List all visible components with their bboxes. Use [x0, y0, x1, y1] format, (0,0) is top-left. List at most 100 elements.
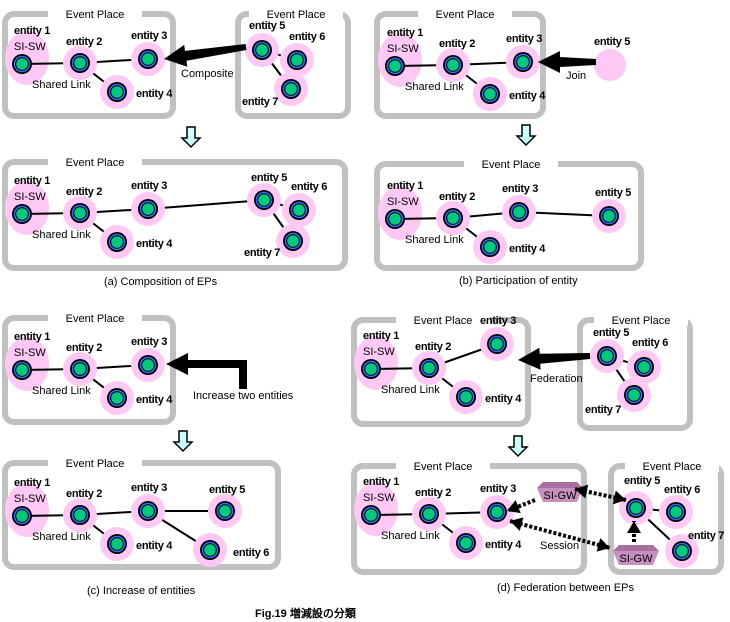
entity-node-core: [74, 57, 86, 69]
entity-4-label: entity 4: [485, 539, 522, 551]
entity-4-node: [449, 380, 483, 414]
si-sw-label: SI-SW: [14, 347, 46, 359]
entity-node-core: [484, 241, 496, 253]
si-sw-label: SI-SW: [14, 493, 46, 505]
event-place-label-bg: [48, 8, 142, 20]
si-gw-top-face: [613, 545, 659, 551]
entity-4-label: entity 4: [136, 394, 173, 406]
entity-node-core: [111, 538, 123, 550]
entity-node-core: [389, 60, 401, 72]
entity-3-label: entity 3: [131, 180, 167, 192]
entity-node-core: [423, 508, 435, 520]
session-arrowhead-icon: [510, 517, 524, 531]
entity-1-node: [12, 204, 32, 224]
event-place-label: Event Place: [66, 458, 125, 470]
entity-3-label: entity 3: [131, 336, 167, 348]
entity-5-label: entity 5: [594, 36, 630, 48]
entity-4-label: entity 4: [509, 243, 546, 255]
si-gw-top-face: [537, 482, 583, 488]
increase-arrow-icon: [166, 353, 247, 389]
entity-node-core: [365, 509, 377, 521]
entity-1-label: entity 1: [363, 330, 399, 342]
entity-7-node: [665, 534, 699, 568]
event-place-label: Event Place: [66, 313, 125, 325]
entity-3-node: [480, 495, 514, 529]
entity-node-core: [142, 203, 154, 215]
entity-node-core: [74, 509, 86, 521]
entity-7-label: entity 7: [242, 96, 278, 108]
entity-1-node: [12, 360, 32, 380]
entity-3-label: entity 3: [506, 33, 542, 45]
entity-node-core: [447, 212, 459, 224]
entity-3-node: [131, 42, 165, 76]
entity-2-label: entity 2: [415, 341, 451, 353]
entity-node-core: [142, 359, 154, 371]
entity-node-core: [676, 545, 688, 557]
si-gw-gateway-top: SI-GW: [537, 482, 583, 502]
entity-5-node: [590, 339, 624, 373]
session-arrowhead-icon: [575, 484, 589, 499]
entity-4-node: [473, 77, 507, 111]
entity-node-core: [111, 392, 123, 404]
session-dashed-line: [509, 519, 611, 550]
entity-node-core: [219, 505, 231, 517]
entity-node-core: [111, 86, 123, 98]
entity-node-core: [111, 236, 123, 248]
entity-node-core: [74, 363, 86, 375]
entity-1-label: entity 1: [387, 180, 423, 192]
join-arrow-icon: [538, 51, 596, 73]
entity-1-node: [385, 56, 405, 76]
shared-link-line: [147, 199, 265, 210]
entity-3-node: [502, 195, 536, 229]
session-arrowhead-icon: [507, 500, 521, 514]
entity-6-label: entity 6: [291, 181, 327, 193]
entity-1-label: entity 1: [14, 477, 50, 489]
shared-link-label: Shared Link: [32, 531, 91, 543]
entity-2-node: [436, 48, 470, 82]
composite-label: Composite: [181, 68, 234, 80]
entity-4-label: entity 4: [136, 540, 173, 552]
shared-link-label: Shared Link: [32, 229, 91, 241]
entity-node-core: [517, 56, 529, 68]
entity-1-label: entity 1: [14, 331, 50, 343]
figure-caption: Fig.19 増減設の分類: [255, 606, 357, 620]
si-sw-label: SI-SW: [387, 196, 419, 208]
entity-1-node: [12, 54, 32, 74]
entity-node-core: [423, 362, 435, 374]
entity-node-core: [601, 350, 613, 362]
entity-1-label: entity 1: [14, 25, 50, 37]
si-gw-front-face: [613, 551, 659, 565]
entity-node-core: [293, 204, 305, 216]
si-gw-label: SI-GW: [620, 553, 654, 565]
entity-2-node: [412, 351, 446, 385]
entity-7-label: entity 7: [688, 530, 724, 542]
entity-node-core: [142, 53, 154, 65]
shared-link-label: Shared Link: [405, 81, 464, 93]
down-arrow-icon: [180, 126, 202, 149]
entity-5-node: [208, 494, 242, 528]
entity-node-core: [16, 58, 28, 70]
event-place-label: Event Place: [414, 315, 473, 327]
event-place-label: Event Place: [66, 9, 125, 21]
entity-2-node: [63, 46, 97, 80]
event-place-label: Event Place: [414, 461, 473, 473]
entity-2-label: entity 2: [439, 38, 475, 50]
shared-link-label: Shared Link: [32, 79, 91, 91]
entity-node-core: [291, 54, 303, 66]
entity-2-label: entity 2: [66, 342, 102, 354]
event-place-label-bg: [625, 460, 719, 472]
event-place-label-bg: [48, 457, 142, 469]
entity-node-core: [258, 194, 270, 206]
si-sw-label: SI-SW: [14, 41, 46, 53]
entity-7-label: entity 7: [585, 404, 621, 416]
entity-5-label: entity 5: [595, 187, 631, 199]
entity-2-node: [63, 352, 97, 386]
entity-2-node: [412, 497, 446, 531]
entity-4-node: [449, 526, 483, 560]
entity-node-core: [365, 363, 377, 375]
down-arrow-icon: [172, 430, 194, 453]
entity-6-label: entity 6: [632, 337, 668, 349]
event-place-label-bg: [396, 314, 490, 326]
entity-node-core: [603, 210, 615, 222]
entity-2-label: entity 2: [66, 36, 102, 48]
